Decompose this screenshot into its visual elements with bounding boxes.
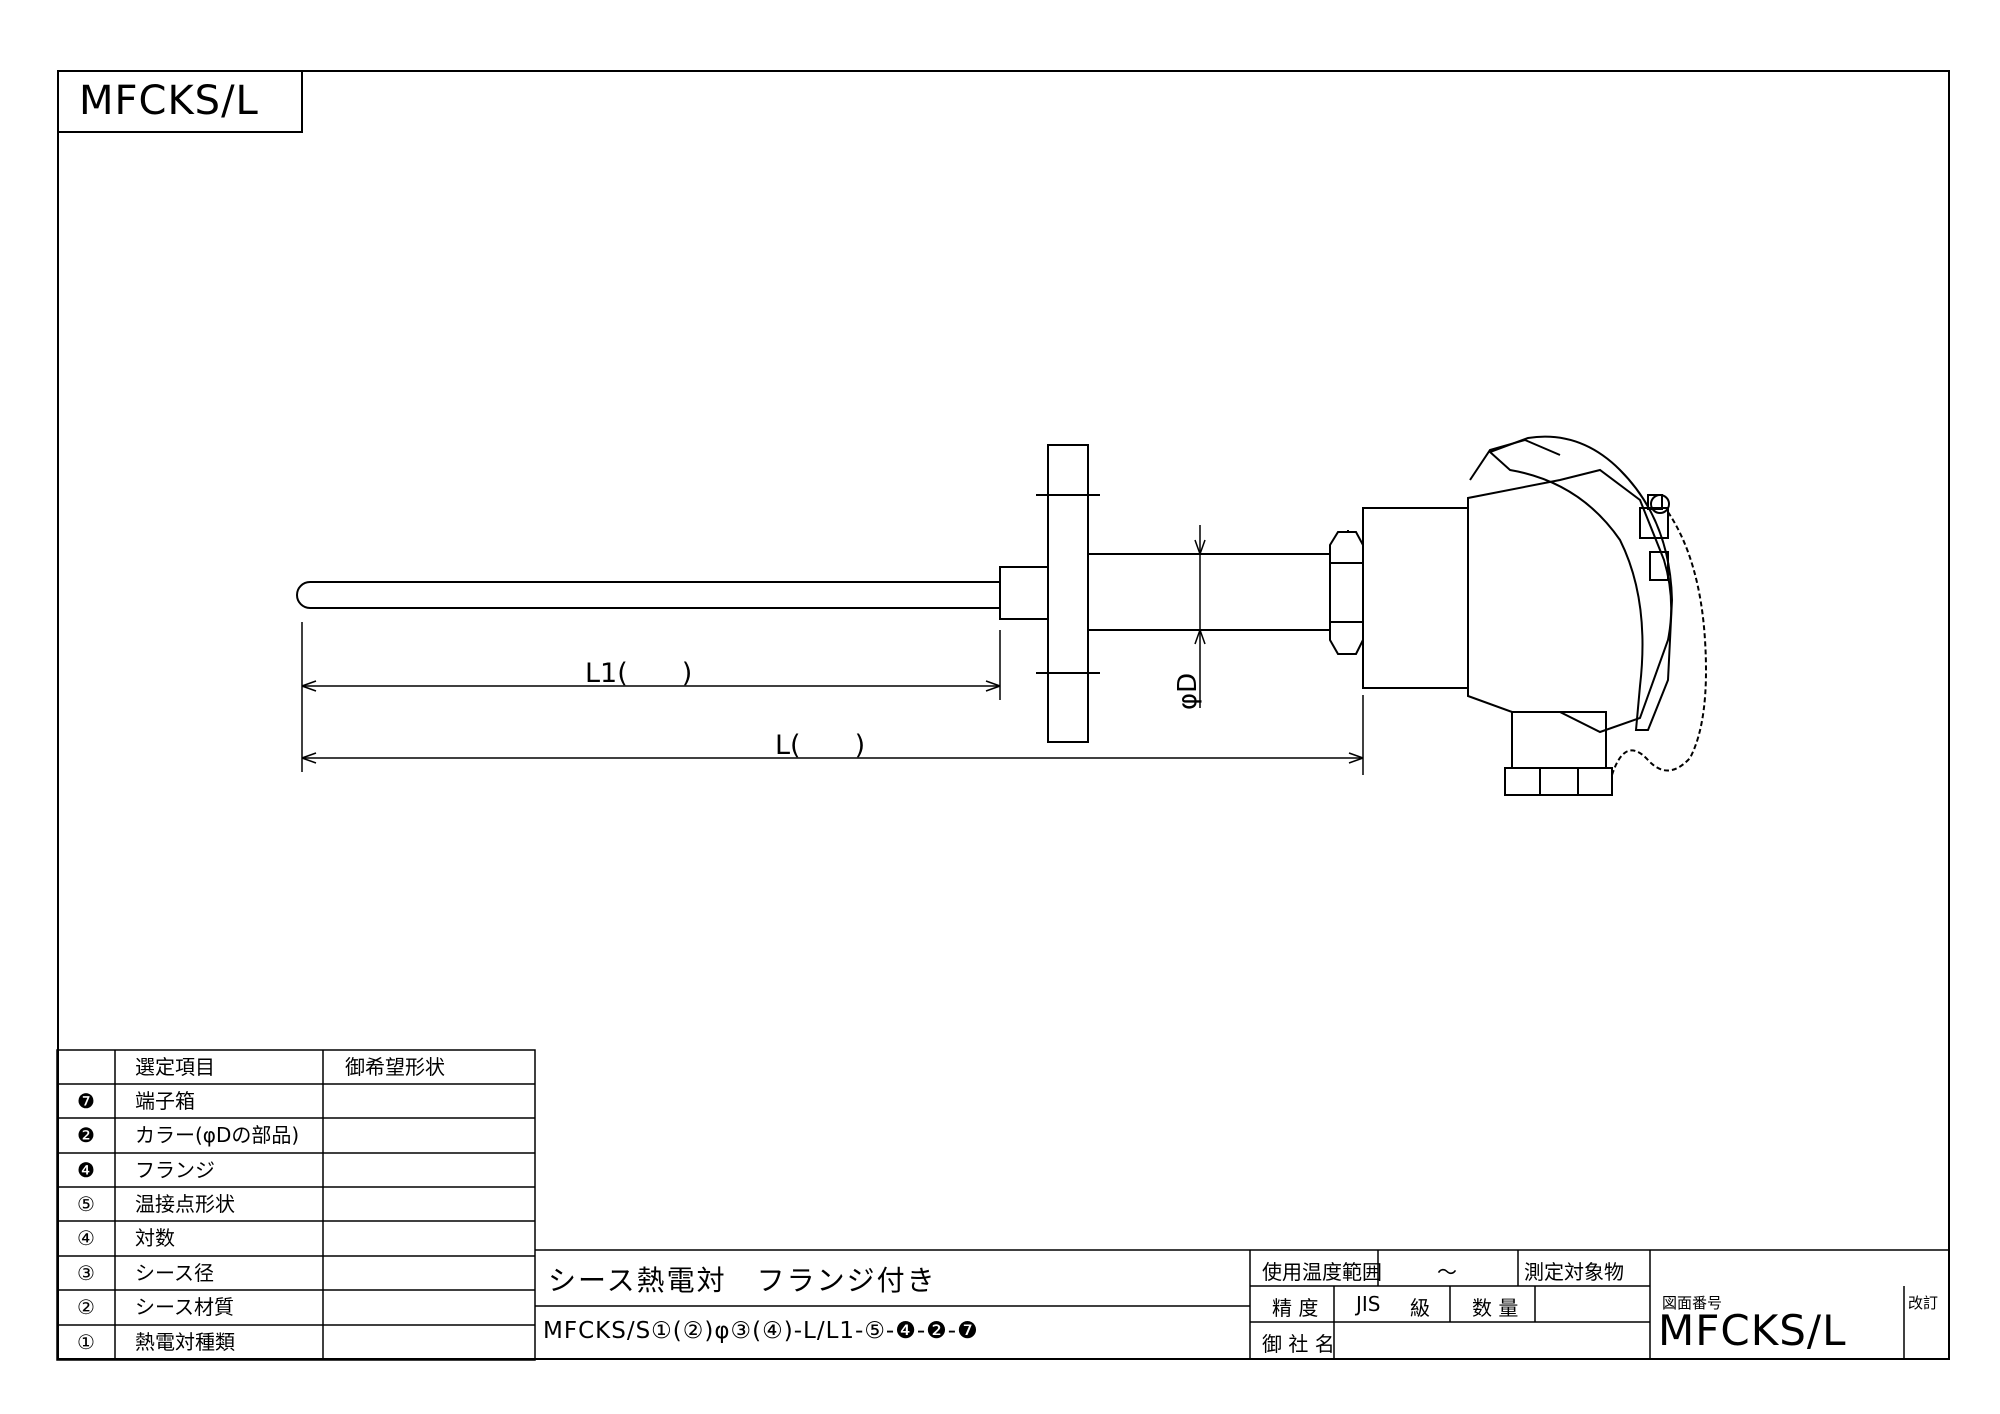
terminal-head <box>1467 435 1707 796</box>
row-item: フランジ <box>135 1158 215 1182</box>
neck-body <box>1362 507 1469 689</box>
temp-range-label: 使用温度範囲 <box>1262 1260 1382 1284</box>
l-label: L( ) <box>775 730 865 761</box>
row-no: ① <box>77 1330 95 1354</box>
row-item: シース径 <box>135 1261 214 1285</box>
hex-nut <box>1329 530 1364 655</box>
table-header-desired: 御希望形状 <box>345 1055 445 1079</box>
row-no: ❼ <box>77 1089 95 1113</box>
flange <box>1047 444 1089 743</box>
compression-fitting <box>999 566 1049 620</box>
quantity-label: 数 量 <box>1472 1296 1519 1320</box>
drawing-title: MFCKS/L <box>57 70 303 133</box>
sheath <box>296 581 1001 609</box>
dimension-l <box>301 695 1364 775</box>
l1-label: L1( ) <box>585 658 692 689</box>
collar-tube <box>1087 553 1331 631</box>
title-block-grid <box>535 1249 1950 1360</box>
row-no: ❹ <box>77 1158 95 1182</box>
product-name: シース熱電対 フランジ付き <box>548 1264 937 1297</box>
row-no: ⑤ <box>77 1192 95 1216</box>
row-no: ② <box>77 1295 95 1319</box>
row-no: ④ <box>77 1226 95 1250</box>
measure-target-label: 測定対象物 <box>1524 1260 1624 1284</box>
dimension-l1 <box>301 622 1001 772</box>
dimension-phi-d <box>1194 525 1206 708</box>
selection-table-grid <box>56 1049 536 1361</box>
company-label: 御 社 名 <box>1262 1332 1335 1356</box>
row-no: ❷ <box>77 1123 95 1147</box>
row-item: 対数 <box>135 1226 175 1250</box>
row-item: 熱電対種類 <box>135 1330 235 1354</box>
drawing-number-label: 図面番号 <box>1662 1294 1723 1312</box>
revision-label: 改訂 <box>1908 1294 1939 1312</box>
model-code: MFCKS/S①(②)φ③(④)-L/L1-⑤-❹-❷-❼ <box>543 1318 979 1344</box>
row-no: ③ <box>77 1261 95 1285</box>
row-item: カラー(φDの部品) <box>135 1123 300 1147</box>
temp-range-value[interactable]: ～ <box>1437 1260 1457 1284</box>
table-header-item: 選定項目 <box>135 1055 215 1079</box>
row-item: シース材質 <box>135 1295 234 1319</box>
row-item: 温接点形状 <box>135 1192 235 1216</box>
accuracy-label: 精 度 <box>1272 1296 1319 1320</box>
accuracy-class: 級 <box>1410 1296 1430 1320</box>
phi-d-label: φD <box>1173 673 1203 710</box>
drawing-number: MFCKS/L <box>1658 1306 1847 1355</box>
row-item: 端子箱 <box>135 1089 195 1113</box>
accuracy-jis: JIS <box>1356 1292 1381 1316</box>
drawing-frame <box>57 70 1950 1360</box>
